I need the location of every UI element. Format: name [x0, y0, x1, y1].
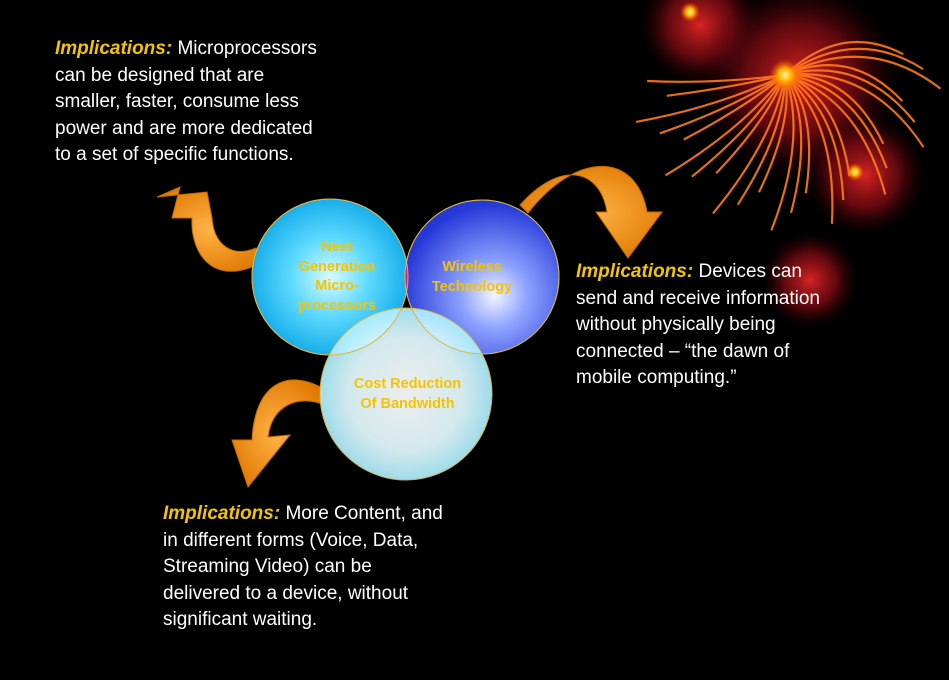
note-lead: Implications:: [576, 261, 694, 282]
label-line: processors: [297, 297, 377, 314]
firework-ray: [784, 73, 887, 195]
firework-ray: [784, 47, 924, 76]
label-line: Technology: [431, 278, 513, 295]
note-line: More Content, and: [280, 503, 443, 524]
note-line: can be designed that are: [55, 64, 265, 86]
note-line: Microprocessors: [172, 38, 317, 59]
arrow-top-left: [156, 186, 263, 272]
note-line: delivered to a device, without: [163, 582, 409, 604]
firework-ray: [664, 74, 786, 177]
firework-ray: [784, 74, 834, 224]
label-line: Of Bandwidth: [360, 395, 455, 412]
firework-ray: [784, 41, 904, 76]
note-wireless: Implications: Devices can send and recei…: [576, 259, 916, 392]
arrow-right: [519, 166, 663, 259]
firework-ray: [784, 55, 942, 90]
label-bandwidth: Cost Reduction Of Bandwidth: [335, 375, 480, 414]
note-line: Streaming Video) can be: [163, 556, 372, 577]
firework-ray: [636, 74, 786, 123]
label-line: Wireless: [442, 259, 502, 275]
note-line: Devices can: [693, 261, 802, 282]
firework-ray: [784, 69, 916, 123]
note-line: without physically being: [576, 314, 776, 335]
label-line: Micro-: [315, 278, 359, 294]
label-line: Next: [321, 239, 353, 255]
arrow-bottom-left: [231, 379, 323, 489]
note-line: mobile computing.”: [576, 367, 737, 388]
note-lead: Implications:: [163, 503, 281, 524]
note-line: to a set of specific functions.: [55, 144, 294, 165]
note-line: significant waiting.: [163, 609, 318, 630]
label-wireless: Wireless Technology: [412, 258, 532, 297]
label-line: Cost Reduction: [353, 376, 462, 392]
firework-decoration: [636, 0, 942, 328]
firework-ray: [784, 73, 925, 148]
note-line: in different forms (Voice, Data,: [163, 529, 419, 551]
label-microprocessors: Next Generation Micro- processors: [272, 238, 402, 316]
note-line: smaller, faster, consume less: [55, 91, 299, 112]
note-lead: Implications:: [55, 38, 173, 59]
note-line: power and are more dedicated: [55, 117, 313, 139]
note-microprocessors: Implications: Microprocessors can be des…: [55, 36, 395, 169]
note-bandwidth: Implications: More Content, and in diffe…: [163, 501, 523, 634]
note-line: connected – “the dawn of: [576, 340, 790, 362]
label-line: Generation: [298, 258, 376, 275]
note-line: send and receive information: [576, 287, 820, 309]
circle-bandwidth: [319, 307, 493, 481]
